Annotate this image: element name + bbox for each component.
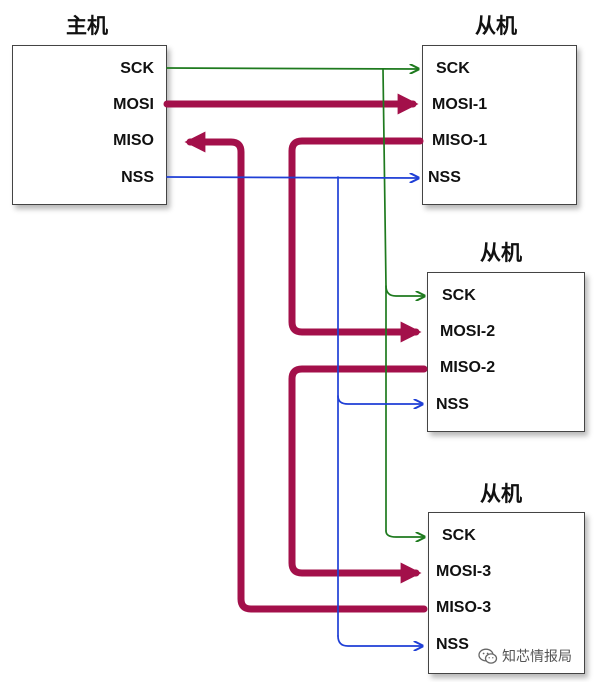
watermark: 知芯情报局 <box>478 646 572 666</box>
wechat-icon <box>478 648 498 665</box>
slave-2-pin-sck: SCK <box>442 287 476 304</box>
master-title: 主机 <box>66 14 108 38</box>
slave-box-2 <box>427 272 585 432</box>
slave-3-pin-mosi: MOSI-3 <box>436 563 492 580</box>
master-box <box>12 45 167 205</box>
sck-line-3 <box>385 530 424 537</box>
slave-2-pin-mosi: MOSI-2 <box>440 323 496 340</box>
slave-1-pin-nss: NSS <box>428 169 461 186</box>
miso3-return-line <box>184 131 428 613</box>
sck-line-2 <box>385 285 424 296</box>
nss-line-2 <box>337 395 422 404</box>
nss-line-1 <box>166 177 418 178</box>
master-pin-miso: MISO <box>113 132 154 149</box>
slave-2-pin-nss: NSS <box>436 396 469 413</box>
slave-3-title: 从机 <box>480 482 522 506</box>
slave-box-3 <box>428 512 585 674</box>
miso2-to-mosi3-line <box>288 365 428 584</box>
watermark-text: 知芯情报局 <box>502 649 572 665</box>
slave-2-title: 从机 <box>480 241 522 265</box>
slave-1-pin-mosi: MOSI-1 <box>432 96 488 113</box>
slave-1-pin-sck: SCK <box>436 60 470 77</box>
slave-2-pin-miso: MISO-2 <box>440 359 496 376</box>
miso1-to-mosi2-line <box>288 137 424 343</box>
slave-3-pin-sck: SCK <box>442 527 476 544</box>
slave-3-pin-miso: MISO-3 <box>436 599 492 616</box>
slave-box-1 <box>422 45 577 205</box>
master-pin-mosi: MOSI <box>113 96 154 113</box>
slave-3-pin-nss: NSS <box>436 636 469 653</box>
nss-line-3 <box>337 635 422 646</box>
master-pin-sck: SCK <box>120 60 154 77</box>
master-pin-nss: NSS <box>121 169 154 186</box>
slave-1-pin-miso: MISO-1 <box>432 132 488 149</box>
slave-1-title: 从机 <box>475 14 517 38</box>
sck-line-1 <box>166 68 418 69</box>
